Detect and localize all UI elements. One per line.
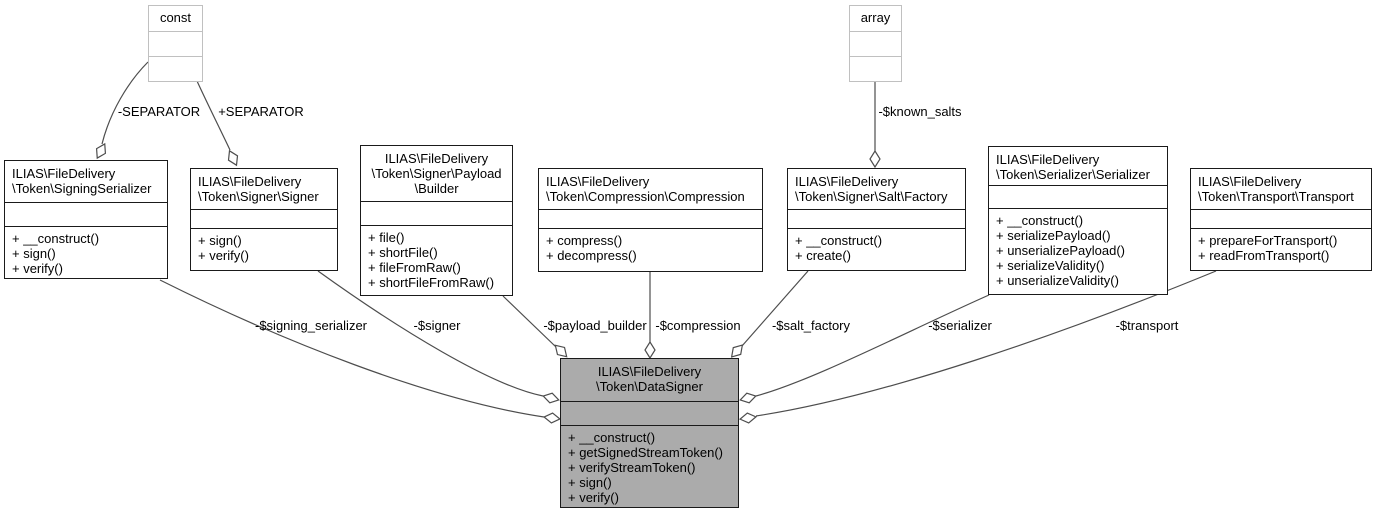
aggregation-diamond-icon [554, 344, 568, 358]
edge-serializer-datasigner [755, 294, 990, 397]
edge-label-separator-minus: -SEPARATOR [117, 104, 201, 119]
class-methods: + prepareForTransport() + readFromTransp… [1198, 233, 1338, 263]
class-attributes-empty [539, 209, 762, 229]
class-methods: + __construct() + create() [795, 233, 883, 263]
edge-label-signer: -$signer [413, 318, 461, 333]
class-node-data-signer: ILIAS\FileDelivery \Token\DataSigner + _… [560, 358, 739, 508]
class-title: ILIAS\FileDelivery \Token\SigningSeriali… [12, 166, 152, 196]
edge-label-serializer: -$serializer [928, 318, 992, 333]
class-title: ILIAS\FileDelivery \Token\Transport\Tran… [1198, 174, 1354, 204]
primitive-node-const: const [148, 5, 203, 82]
class-attributes-empty [191, 209, 337, 229]
aggregation-diamond-icon [542, 392, 560, 404]
edge-label-payload-builder: -$payload_builder [543, 318, 647, 333]
aggregation-diamond-icon [227, 149, 239, 167]
primitive-node-array: array [849, 5, 902, 82]
aggregation-diamond-icon [869, 149, 881, 169]
class-attributes-empty [788, 209, 965, 229]
class-attributes-empty [989, 185, 1167, 209]
class-attributes-empty [5, 202, 167, 227]
class-node-signing-serializer[interactable]: ILIAS\FileDelivery \Token\SigningSeriali… [4, 160, 168, 279]
class-node-transport[interactable]: ILIAS\FileDelivery \Token\Transport\Tran… [1190, 168, 1372, 271]
aggregation-diamond-icon [542, 412, 562, 424]
class-title: ILIAS\FileDelivery \Token\Signer\Salt\Fa… [795, 174, 948, 204]
class-node-compression[interactable]: ILIAS\FileDelivery \Token\Compression\Co… [538, 168, 763, 272]
class-attributes-empty [1191, 209, 1371, 229]
class-methods: + compress() + decompress() [546, 233, 637, 263]
edge-label-transport: -$transport [1115, 318, 1179, 333]
aggregation-diamond-icon [730, 344, 744, 358]
class-node-salt-factory[interactable]: ILIAS\FileDelivery \Token\Signer\Salt\Fa… [787, 168, 966, 271]
primitive-methods-empty [850, 57, 901, 81]
class-title: ILIAS\FileDelivery \Token\Serializer\Ser… [996, 152, 1150, 182]
aggregation-diamond-icon [95, 142, 107, 160]
class-attributes-empty [361, 201, 512, 226]
class-title: ILIAS\FileDelivery \Token\Signer\Signer [198, 174, 319, 204]
primitive-title: const [159, 10, 192, 25]
edge-label-known-salts: -$known_salts [878, 104, 962, 119]
class-title: ILIAS\FileDelivery \Token\Signer\Payload… [371, 151, 502, 196]
edge-signing-serializer-datasigner [159, 279, 545, 418]
class-title: ILIAS\FileDelivery \Token\Compression\Co… [546, 174, 745, 204]
edge-signer-datasigner [317, 270, 544, 397]
primitive-methods-empty [149, 57, 202, 81]
primitive-attributes-empty [850, 31, 901, 57]
class-node-serializer[interactable]: ILIAS\FileDelivery \Token\Serializer\Ser… [988, 146, 1168, 295]
aggregation-diamond-icon [739, 392, 757, 404]
edge-transport-datasigner [755, 270, 1217, 417]
class-title: ILIAS\FileDelivery \Token\DataSigner [596, 364, 703, 394]
class-methods: + file() + shortFile() + fileFromRaw() +… [368, 230, 495, 290]
edge-const-signing-serializer [101, 61, 149, 145]
edge-payload-builder-datasigner [502, 295, 557, 348]
primitive-title: array [860, 10, 891, 25]
class-node-signer[interactable]: ILIAS\FileDelivery \Token\Signer\Signer … [190, 168, 338, 271]
edge-label-signing-serializer: -$signing_serializer [255, 318, 367, 333]
primitive-attributes-empty [149, 31, 202, 57]
edge-label-compression: -$compression [655, 318, 741, 333]
class-methods: + __construct() + getSignedStreamToken()… [568, 430, 724, 505]
class-node-payload-builder[interactable]: ILIAS\FileDelivery \Token\Signer\Payload… [360, 145, 513, 296]
aggregation-diamond-icon [644, 340, 656, 360]
class-attributes-empty [561, 401, 738, 426]
edge-label-separator-plus: +SEPARATOR [218, 104, 304, 119]
class-methods: + sign() + verify() [198, 233, 249, 263]
class-methods: + __construct() + sign() + verify() [12, 231, 100, 276]
edge-label-salt-factory: -$salt_factory [771, 318, 851, 333]
edge-const-signer [196, 80, 231, 151]
aggregation-diamond-icon [738, 412, 758, 424]
edge-salt-factory-datasigner [741, 270, 809, 347]
class-methods: + __construct() + serializePayload() + u… [996, 213, 1125, 288]
